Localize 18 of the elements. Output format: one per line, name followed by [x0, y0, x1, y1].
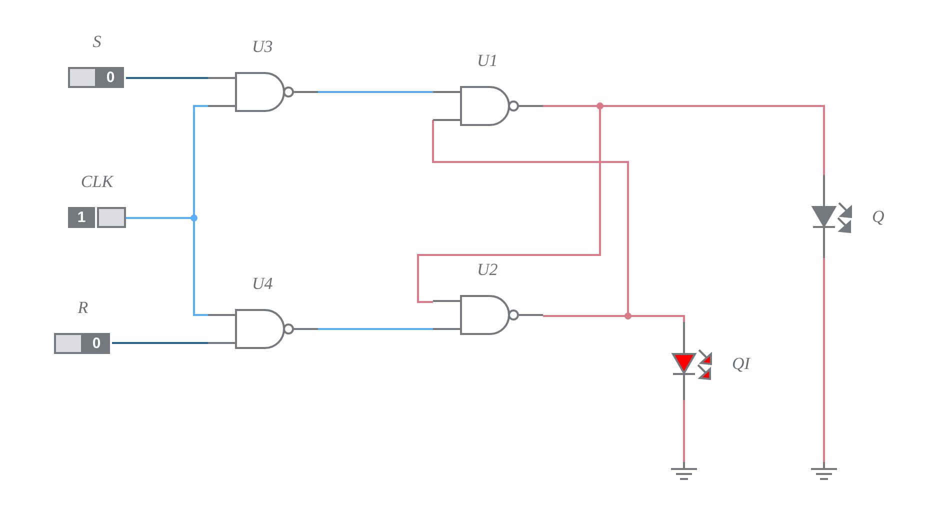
switch-value: 1 — [68, 207, 95, 228]
gate-label: U2 — [477, 261, 498, 279]
wire — [318, 91, 433, 93]
wire — [112, 342, 208, 344]
led-label: Q — [872, 208, 884, 226]
gate-label: U4 — [252, 275, 273, 293]
wire — [683, 400, 685, 462]
gate-label: U1 — [477, 52, 498, 70]
gate-label: U3 — [252, 38, 273, 56]
wire — [318, 328, 433, 330]
switch-value: 0 — [83, 333, 110, 354]
input-label: S — [92, 33, 102, 51]
wire — [126, 77, 208, 79]
wire — [823, 258, 825, 462]
switch-value: 0 — [97, 67, 124, 88]
input-label: R — [76, 299, 90, 317]
led-label: QI — [732, 355, 750, 373]
input-label: CLK — [80, 173, 115, 191]
